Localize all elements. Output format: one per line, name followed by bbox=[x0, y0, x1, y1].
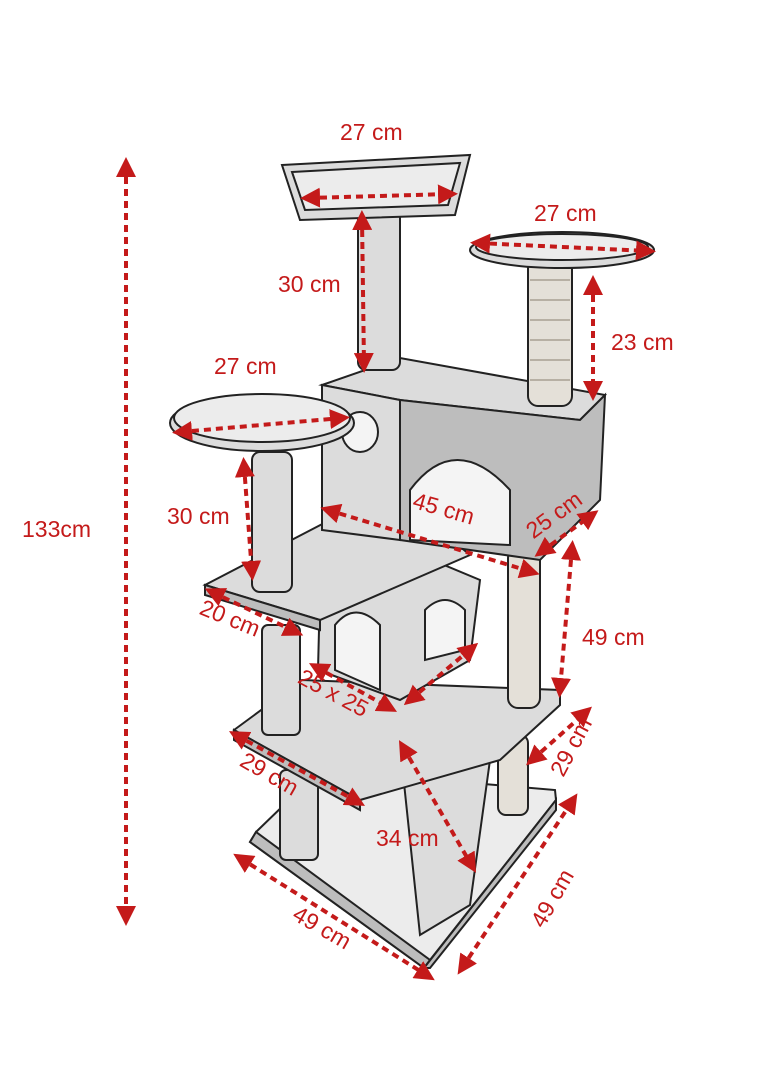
dim-left-platform bbox=[172, 409, 350, 441]
label-ramp: 34 cm bbox=[376, 825, 439, 851]
dim-right-platform bbox=[470, 233, 656, 261]
label-left-platform: 27 cm bbox=[214, 353, 277, 379]
dim-house-depth bbox=[534, 510, 599, 557]
label-base-depth: 49 cm bbox=[525, 865, 579, 932]
dim-base-width bbox=[233, 853, 435, 981]
mid-left-post bbox=[261, 624, 301, 736]
dim-right-small bbox=[526, 706, 592, 766]
dimension-arrows bbox=[116, 157, 656, 981]
label-right-small: 29 cm bbox=[545, 713, 597, 781]
label-right-post: 23 cm bbox=[611, 329, 674, 355]
dim-cube-b bbox=[403, 642, 479, 706]
dim-top-post bbox=[352, 210, 374, 373]
label-right-platform: 27 cm bbox=[534, 200, 597, 226]
dim-tall-post bbox=[551, 540, 581, 698]
tall-sisal-post bbox=[507, 547, 541, 709]
dim-left-post bbox=[234, 457, 262, 581]
dim-base-depth bbox=[457, 793, 578, 975]
label-total-height: 133cm bbox=[22, 516, 91, 542]
label-top-post: 30 cm bbox=[278, 271, 341, 297]
label-top-platform: 27 cm bbox=[340, 119, 403, 145]
dim-mid-platform bbox=[204, 588, 304, 636]
label-left-post: 30 cm bbox=[167, 503, 230, 529]
label-tall-post: 49 cm bbox=[582, 624, 645, 650]
upper-left-post bbox=[251, 451, 293, 593]
dim-cube-a bbox=[309, 663, 397, 712]
